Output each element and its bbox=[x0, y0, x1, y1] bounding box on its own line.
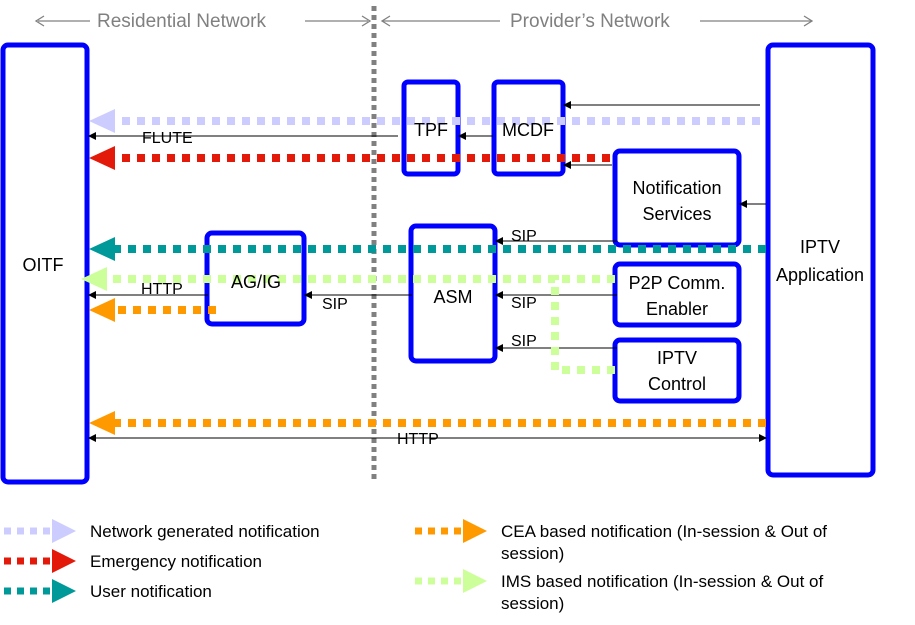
iptv-control-box[interactable]: IPTV Control bbox=[612, 337, 742, 404]
notification-services-label-1: Notification bbox=[632, 178, 721, 198]
p2p-comm-enabler-box[interactable]: P2P Comm. Enabler bbox=[612, 261, 742, 328]
http-agig-label: HTTP bbox=[141, 281, 183, 298]
asm-box[interactable]: ASM bbox=[408, 223, 498, 364]
sip-p2p-label: SIP bbox=[511, 295, 537, 312]
legend-item-emergency-swatch bbox=[4, 549, 76, 573]
cea-agig-arrowhead bbox=[89, 298, 115, 322]
notification-services-label-2: Services bbox=[642, 204, 711, 224]
emergency-arrowhead bbox=[89, 146, 115, 170]
legend-item-network-generated-label: Network generated notification bbox=[90, 522, 320, 541]
legend-item-network-generated-swatch bbox=[4, 519, 76, 543]
cea-flow-bottom bbox=[89, 411, 766, 435]
legend-item-user: User notification bbox=[4, 579, 212, 603]
residential-network-label: Residential Network bbox=[97, 11, 266, 32]
p2p-label-1: P2P Comm. bbox=[629, 273, 726, 293]
legend-item-emergency-label: Emergency notification bbox=[90, 552, 262, 571]
mcdf-box[interactable] bbox=[491, 79, 566, 177]
legend-item-ims-swatch bbox=[415, 569, 487, 593]
sip-agig-label: SIP bbox=[322, 296, 348, 313]
network-generated-flow bbox=[89, 109, 760, 133]
iptv-application-label-1: IPTV bbox=[800, 237, 840, 257]
ims-arrowhead bbox=[81, 267, 107, 291]
legend-item-cea-swatch bbox=[415, 519, 487, 543]
p2p-label-2: Enabler bbox=[646, 299, 708, 319]
network-generated-arrowhead bbox=[89, 109, 115, 133]
sip-control-label: SIP bbox=[511, 333, 537, 350]
legend-item-ims-label: session) bbox=[501, 594, 564, 613]
agig-label: AG/IG bbox=[231, 272, 281, 292]
legend-item-ims: IMS based notification (In-session & Out… bbox=[415, 569, 823, 613]
flute-label: FLUTE bbox=[142, 130, 193, 147]
legend-item-user-swatch bbox=[4, 579, 76, 603]
legend-item-ims-label: IMS based notification (In-session & Out… bbox=[501, 572, 823, 591]
http-bottom-label: HTTP bbox=[397, 431, 439, 448]
residential-network-header: Residential Network bbox=[34, 11, 372, 32]
iptv-application-box[interactable]: IPTV Application bbox=[765, 42, 876, 478]
oitf-box[interactable]: OITF bbox=[0, 42, 90, 485]
notification-services-box[interactable]: Notification Services bbox=[612, 148, 742, 248]
iptv-application-label-2: Application bbox=[776, 265, 864, 285]
ims-flow bbox=[81, 267, 615, 374]
legend-item-cea-label: CEA based notification (In-session & Out… bbox=[501, 522, 827, 541]
cea-flow-agig bbox=[89, 298, 216, 322]
legend-item-user-label: User notification bbox=[90, 582, 212, 601]
legend-item-network-generated: Network generated notification bbox=[4, 519, 320, 543]
tpf-box[interactable] bbox=[401, 79, 461, 177]
legend-item-cea-label: session) bbox=[501, 544, 564, 563]
protocol-arrows bbox=[88, 101, 767, 442]
legend: Network generated notificationEmergency … bbox=[4, 519, 827, 613]
emergency-flow bbox=[89, 146, 610, 170]
iptv-control-label-1: IPTV bbox=[657, 348, 697, 368]
provider-network-header: Provider’s Network bbox=[380, 11, 814, 32]
cea-bottom-arrowhead bbox=[89, 411, 115, 435]
user-flow bbox=[89, 237, 766, 261]
legend-item-emergency: Emergency notification bbox=[4, 549, 262, 573]
user-arrowhead bbox=[89, 237, 115, 261]
sip-ns-label: SIP bbox=[511, 228, 537, 245]
legend-item-cea: CEA based notification (In-session & Out… bbox=[415, 519, 827, 563]
provider-network-label: Provider’s Network bbox=[510, 11, 670, 32]
iptv-control-label-2: Control bbox=[648, 374, 706, 394]
asm-label: ASM bbox=[433, 287, 472, 307]
oitf-label: OITF bbox=[23, 255, 64, 275]
tpf-label: TPF bbox=[414, 120, 448, 140]
mcdf-label: MCDF bbox=[502, 120, 554, 140]
